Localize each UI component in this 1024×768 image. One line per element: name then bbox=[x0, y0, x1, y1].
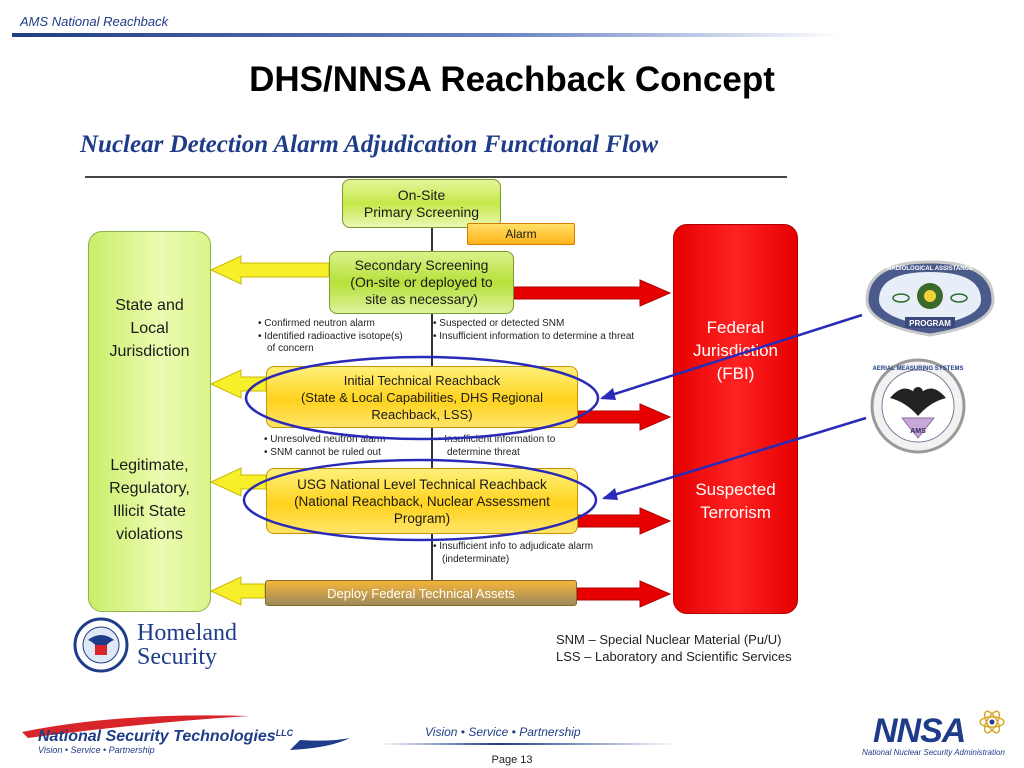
header-text: AMS National Reachback bbox=[20, 14, 169, 29]
federal-jurisdiction-box: Federal Jurisdiction (FBI) Suspected Ter… bbox=[673, 224, 798, 614]
state-violations-label: Legitimate, Regulatory, Illicit State vi… bbox=[89, 454, 210, 546]
header-divider bbox=[12, 33, 842, 37]
suspected-terrorism-label: Suspected Terrorism bbox=[674, 478, 797, 524]
notes-after-initial-left: Unresolved neutron alarm SNM cannot be r… bbox=[264, 434, 385, 459]
arrow-usg-to-federal bbox=[577, 507, 672, 535]
deploy-federal-assets-box: Deploy Federal Technical Assets bbox=[265, 580, 577, 606]
federal-line3: (FBI) bbox=[716, 364, 755, 383]
rap-banner-text: PROGRAM bbox=[909, 319, 951, 328]
nnsa-subtitle: National Nuclear Security Administration bbox=[862, 748, 1005, 757]
alarm-box: Alarm bbox=[467, 223, 575, 245]
initial-technical-reachback-box: Initial Technical Reachback (State & Loc… bbox=[266, 366, 578, 428]
secondary-line2: (On-site or deployed to bbox=[350, 274, 493, 290]
initial-line1: Initial Technical Reachback bbox=[343, 372, 501, 388]
note-item: Unresolved neutron alarm bbox=[264, 434, 385, 447]
pointer-line-ams bbox=[603, 416, 867, 500]
state-jurisdiction-label: State and Local Jurisdiction bbox=[89, 294, 210, 363]
homeland-line1: Homeland bbox=[137, 620, 237, 646]
federal-line2: Jurisdiction bbox=[692, 341, 779, 360]
note-item: Suspected or detected SNM bbox=[433, 318, 634, 331]
onsite-line1: On-Site bbox=[397, 186, 446, 203]
secondary-screening-box: Secondary Screening (On-site or deployed… bbox=[329, 251, 514, 314]
federal-jurisdiction-label: Federal Jurisdiction (FBI) bbox=[674, 316, 797, 385]
pointer-line-rap bbox=[601, 313, 863, 400]
arrow-secondary-to-state bbox=[209, 255, 330, 285]
diagram-title-rule bbox=[85, 176, 787, 178]
dhs-seal-icon bbox=[73, 617, 129, 673]
usg-reachback-highlight-ellipse bbox=[242, 458, 598, 542]
nnsa-wordmark: NNSA bbox=[873, 712, 966, 750]
state-line3: Jurisdiction bbox=[109, 343, 190, 360]
secondary-line1: Secondary Screening bbox=[354, 257, 489, 273]
state-violations-line4: violations bbox=[116, 526, 183, 543]
nstec-tagline: Vision • Service • Partnership bbox=[38, 745, 155, 755]
page-number: Page 13 bbox=[491, 754, 533, 766]
note-item: Insufficient info to adjudicate alarm bbox=[433, 541, 593, 554]
state-line1: State and bbox=[115, 297, 184, 314]
slide-title: DHS/NNSA Reachback Concept bbox=[249, 60, 775, 99]
abbreviation-legend: SNM – Special Nuclear Material (Pu/U) LS… bbox=[556, 631, 792, 665]
usg-line1: USG National Level Technical Reachback bbox=[297, 476, 547, 492]
legend-snm: SNM – Special Nuclear Material (Pu/U) bbox=[556, 632, 782, 647]
notes-after-secondary-right: Suspected or detected SNM Insufficient i… bbox=[433, 318, 634, 343]
pointer-arrowhead-ams bbox=[602, 488, 618, 500]
nstec-logo-swoosh bbox=[22, 715, 350, 750]
notes-after-initial-right: Insufficient information to determine th… bbox=[438, 434, 555, 459]
note-item: Insufficient information to bbox=[438, 434, 555, 447]
terrorism-line2: Terrorism bbox=[700, 503, 771, 522]
state-local-jurisdiction-box: State and Local Jurisdiction Legitimate,… bbox=[88, 231, 211, 612]
ams-center-text: AMS bbox=[910, 428, 926, 435]
onsite-primary-screening-box: On-Site Primary Screening bbox=[342, 179, 501, 228]
state-violations-line2: Regulatory, bbox=[109, 480, 190, 497]
rap-logo: PROGRAM RADIOLOGICAL ASSISTANCE bbox=[865, 260, 995, 337]
arrow-deploy-to-federal bbox=[576, 580, 672, 608]
initial-line3: Reachback, LSS) bbox=[371, 406, 473, 422]
ams-ring-text: AERIAL MEASURING SYSTEMS bbox=[873, 366, 964, 372]
state-line2: Local bbox=[130, 320, 169, 337]
note-item: Insufficient information to determine a … bbox=[433, 331, 634, 344]
notes-after-secondary-left: Confirmed neutron alarm Identified radio… bbox=[258, 318, 403, 356]
footer-tagline: Vision • Service • Partnership bbox=[425, 725, 581, 739]
state-violations-line1: Legitimate, bbox=[110, 457, 189, 474]
secondary-line3: site as necessary) bbox=[365, 291, 478, 307]
homeland-line2: Security bbox=[137, 644, 217, 670]
note-continuation: (indeterminate) bbox=[442, 553, 510, 565]
note-item: Identified radioactive isotope(s) bbox=[258, 331, 402, 344]
federal-line1: Federal bbox=[706, 318, 765, 337]
nstec-llc: LLC bbox=[275, 728, 294, 738]
nstec-company-name: National Security TechnologiesLLC bbox=[38, 728, 293, 746]
note-continuation: of concern bbox=[267, 343, 314, 354]
rap-ring-text: RADIOLOGICAL ASSISTANCE bbox=[887, 266, 973, 272]
usg-line3: Program) bbox=[393, 510, 451, 526]
terrorism-line1: Suspected bbox=[695, 480, 776, 499]
state-violations-line3: Illicit State bbox=[113, 503, 186, 520]
usg-national-reachback-box: USG National Level Technical Reachback (… bbox=[266, 468, 578, 534]
arrow-initial-to-federal bbox=[577, 403, 672, 431]
nstec-name-text: National Security Technologies bbox=[38, 728, 276, 745]
notes-after-usg: Insufficient info to adjudicate alarm (i… bbox=[433, 541, 593, 566]
diagram-title: Nuclear Detection Alarm Adjudication Fun… bbox=[80, 131, 659, 158]
note-item: SNM cannot be ruled out bbox=[264, 447, 385, 460]
footer-divider bbox=[378, 743, 678, 745]
note-continuation: determine threat bbox=[447, 446, 520, 458]
nnsa-atom-icon bbox=[979, 710, 1005, 734]
initial-reachback-highlight-ellipse bbox=[244, 355, 600, 441]
arrow-deploy-to-state bbox=[209, 576, 266, 606]
legend-lss: LSS – Laboratory and Scientific Services bbox=[556, 649, 792, 664]
onsite-line2: Primary Screening bbox=[363, 203, 480, 220]
usg-line2: (National Reachback, Nuclear Assessment bbox=[294, 493, 550, 509]
arrow-secondary-to-federal bbox=[513, 279, 672, 307]
pointer-arrowhead-rap bbox=[600, 388, 616, 400]
note-item: Confirmed neutron alarm bbox=[258, 318, 403, 331]
homeland-security-wordmark: Homeland Security bbox=[137, 621, 237, 669]
arrow-initial-to-state bbox=[209, 369, 267, 399]
ams-logo: AMS AERIAL MEASURING SYSTEMS bbox=[870, 358, 966, 454]
initial-line2: (State & Local Capabilities, DHS Regiona… bbox=[300, 389, 544, 405]
arrows-to-federal bbox=[513, 279, 672, 608]
